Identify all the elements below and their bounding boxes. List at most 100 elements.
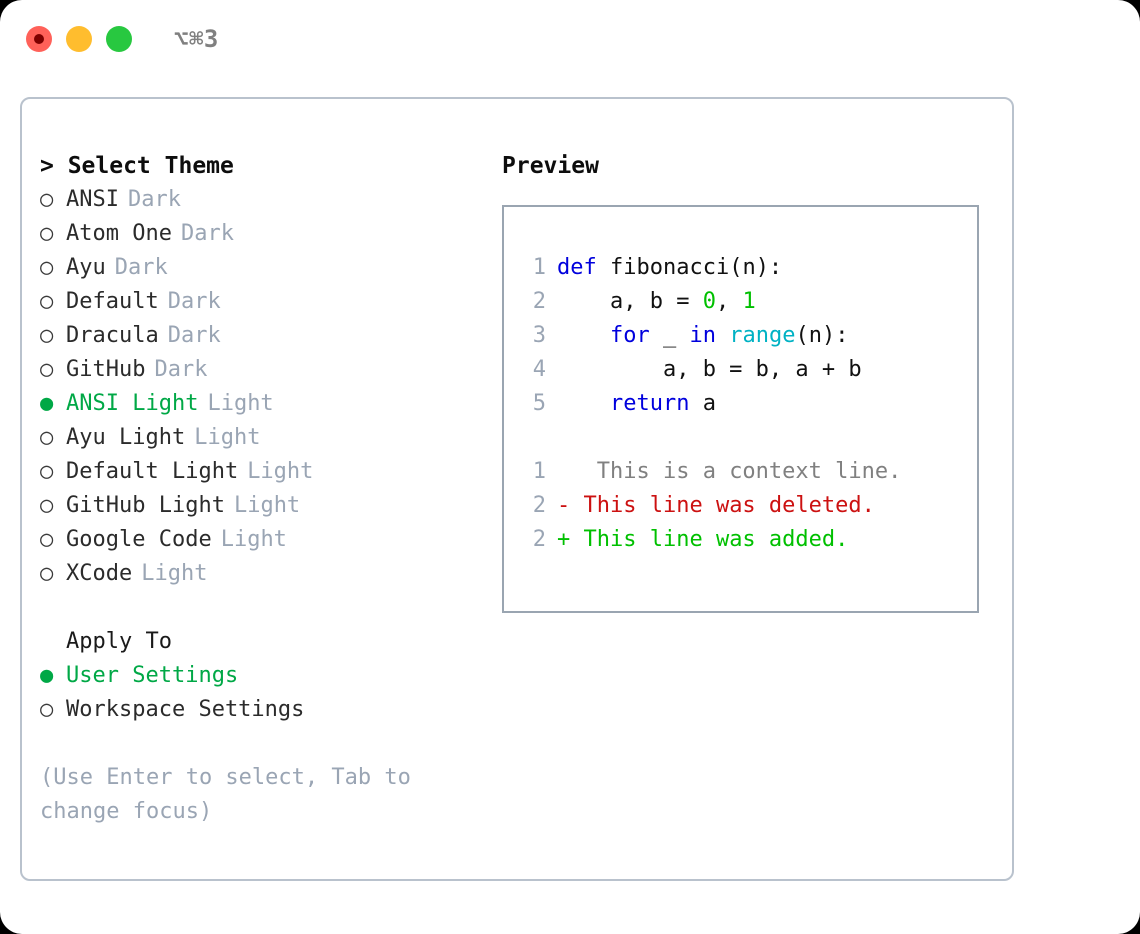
theme-option-kind: Light	[194, 425, 261, 450]
theme-option-kind: Dark	[167, 323, 221, 348]
code-line-number: 3	[532, 323, 546, 348]
code-token: 0	[702, 289, 716, 314]
apply-to-option-list: ●User Settings ○ Workspace Settings	[40, 659, 502, 727]
close-dot-inner-icon	[34, 34, 44, 44]
minimize-window-icon[interactable]	[66, 26, 92, 52]
code-token	[557, 391, 610, 416]
radio-unselected-icon[interactable]: ○	[40, 289, 54, 314]
radio-unselected-icon[interactable]: ○	[40, 323, 54, 348]
diff-line-number: 2	[532, 527, 546, 552]
diff-marker: +	[557, 527, 571, 552]
theme-option-name: ANSI Light	[66, 391, 199, 416]
code-token	[557, 323, 610, 348]
select-theme-heading: > Select Theme	[40, 153, 234, 179]
diff-line-number: 1	[532, 459, 546, 484]
theme-option-row[interactable]: ○ XCode Light	[40, 557, 502, 591]
apply-to-option-row[interactable]: ○ Workspace Settings	[40, 693, 502, 727]
theme-option-name: GitHub Light	[66, 493, 225, 518]
code-diff-gap	[522, 421, 977, 455]
theme-option-name: Atom One	[66, 221, 172, 246]
maximize-window-icon[interactable]	[106, 26, 132, 52]
code-token: (n):	[795, 323, 849, 348]
theme-option-row[interactable]: ○ Atom One Dark	[40, 217, 502, 251]
diff-line: 2 + This line was added.	[522, 523, 977, 557]
theme-option-kind: Light	[247, 459, 314, 484]
title-bar: ⌥⌘3	[0, 0, 1140, 78]
radio-unselected-icon[interactable]: ○	[40, 357, 54, 382]
theme-option-row[interactable]: ○ Google Code Light	[40, 523, 502, 557]
diff-sample-block: 1 This is a context line. 2- This line wa…	[522, 455, 977, 557]
theme-option-kind: Dark	[127, 187, 181, 212]
close-window-icon[interactable]	[26, 26, 52, 52]
theme-option-kind: Light	[220, 527, 287, 552]
theme-option-kind: Dark	[167, 289, 221, 314]
theme-option-name: Default	[66, 289, 159, 314]
code-token: a, b = b, a + b	[557, 357, 862, 382]
theme-option-kind: Light	[141, 561, 208, 586]
theme-option-name: Google Code	[66, 527, 212, 552]
radio-unselected-icon[interactable]: ○	[40, 255, 54, 280]
radio-unselected-icon[interactable]: ○	[40, 221, 54, 246]
radio-selected-icon[interactable]: ●	[40, 663, 54, 688]
keyboard-shortcut-label: ⌥⌘3	[174, 25, 219, 53]
section-spacer	[40, 591, 502, 625]
radio-unselected-icon[interactable]: ○	[40, 527, 54, 552]
apply-to-option-name: Workspace Settings	[66, 697, 305, 722]
theme-option-name: XCode	[66, 561, 133, 586]
code-line: 2 a, b = 0, 1	[522, 285, 977, 319]
theme-option-name: Default Light	[66, 459, 239, 484]
theme-option-kind: Light	[207, 391, 274, 416]
code-token	[716, 323, 729, 348]
diff-text: This line was deleted.	[570, 493, 875, 518]
diff-marker	[557, 459, 570, 484]
code-line-number: 1	[532, 255, 546, 280]
theme-option-name: GitHub	[66, 357, 146, 382]
radio-unselected-icon[interactable]: ○	[40, 425, 54, 450]
preview-heading: Preview	[502, 153, 599, 179]
code-line: 4 a, b = b, a + b	[522, 353, 977, 387]
hint-spacer	[40, 727, 502, 761]
keyboard-hint-text: (Use Enter to select, Tab to change focu…	[40, 765, 425, 824]
diff-line-number: 2	[532, 493, 546, 518]
diff-text: This line was added.	[570, 527, 849, 552]
radio-selected-icon[interactable]: ●	[40, 391, 54, 416]
apply-to-heading: Apply To	[66, 629, 172, 654]
code-token: fibonacci(n):	[596, 255, 783, 280]
radio-unselected-icon[interactable]: ○	[40, 459, 54, 484]
code-token: for	[609, 323, 650, 348]
theme-option-kind: Dark	[114, 255, 168, 280]
radio-unselected-icon[interactable]: ○	[40, 697, 54, 722]
theme-option-row[interactable]: ● ANSI Light Light	[40, 387, 502, 421]
code-token: a	[689, 391, 716, 416]
code-line: 3 for _ in range(n):	[522, 319, 977, 353]
theme-option-kind: Dark	[180, 221, 234, 246]
radio-unselected-icon[interactable]: ○	[40, 187, 54, 212]
code-token: in	[689, 323, 716, 348]
radio-unselected-icon[interactable]: ○	[40, 493, 54, 518]
diff-line: 1 This is a context line.	[522, 455, 977, 489]
code-token: range	[729, 323, 796, 348]
code-line-number: 2	[532, 289, 546, 314]
radio-unselected-icon[interactable]: ○	[40, 561, 54, 586]
theme-option-row[interactable]: ○ Default Dark	[40, 285, 502, 319]
code-line-number: 4	[532, 357, 546, 382]
apply-to-option-row[interactable]: ●User Settings	[40, 659, 502, 693]
code-token: 1	[742, 289, 756, 314]
theme-option-row[interactable]: ○ Default Light Light	[40, 455, 502, 489]
diff-marker: -	[557, 493, 571, 518]
code-token: _	[649, 323, 690, 348]
